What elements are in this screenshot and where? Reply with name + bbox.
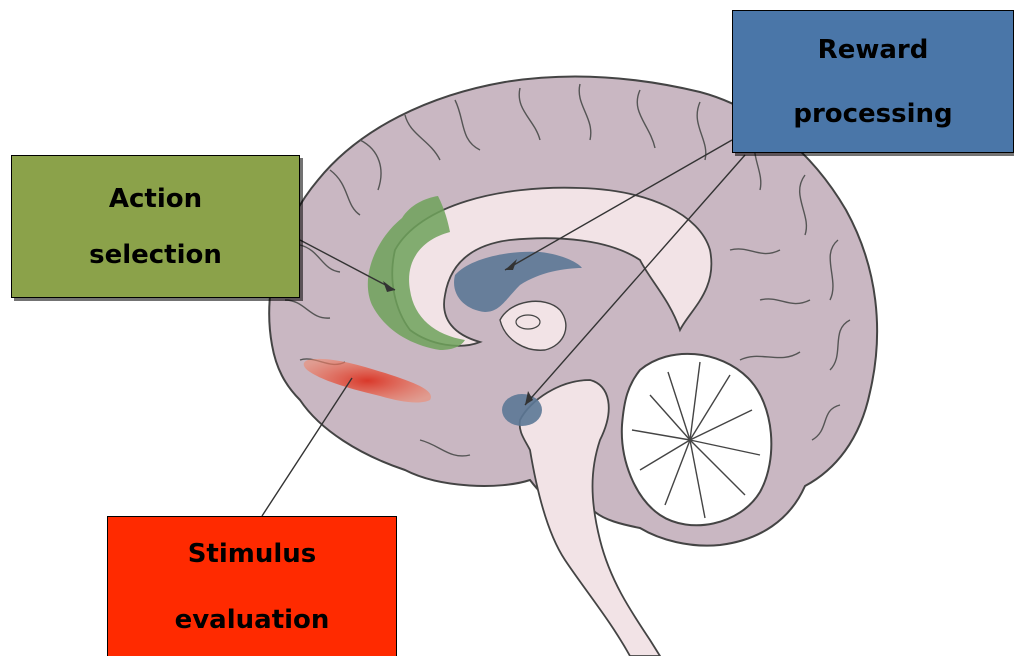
stimulus-label-line1: Stimulus	[188, 539, 317, 569]
reward-region-midbrain	[502, 394, 542, 426]
stimulus-evaluation-label: Stimulus evaluation	[107, 516, 397, 656]
action-label-line2: selection	[89, 240, 222, 270]
action-label-line1: Action	[109, 184, 202, 214]
reward-label-line2: processing	[793, 99, 952, 129]
cerebellum	[622, 354, 772, 525]
action-selection-label: Action selection	[11, 155, 300, 298]
stimulus-label-line2: evaluation	[175, 605, 330, 635]
reward-label-line1: Reward	[818, 35, 929, 65]
reward-processing-label: Reward processing	[732, 10, 1014, 153]
